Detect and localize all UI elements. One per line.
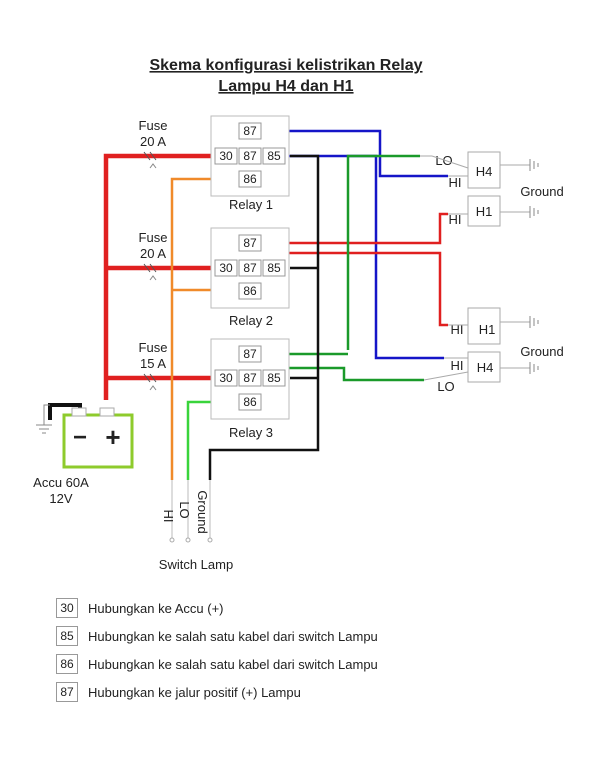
legend-code: 30 <box>56 598 78 618</box>
relay-3-pin-30: 30 <box>219 371 233 385</box>
battery-ground-icon <box>36 404 52 434</box>
battery-plus-sign: + <box>105 422 120 452</box>
red-positive-wires <box>103 153 215 400</box>
lamp-top: H4 H1 LO HI HI Ground <box>420 151 564 227</box>
diagram-title-line1: Skema konfigurasi kelistrikan Relay <box>149 57 422 74</box>
svg-text:15 A: 15 A <box>140 356 166 371</box>
relay-2-pin-86: 86 <box>243 284 257 298</box>
relay-1-pin-87b: 87 <box>243 149 257 163</box>
svg-text:Fuse: Fuse <box>139 340 168 355</box>
switch-ground-label: Ground <box>195 490 210 533</box>
lamp-bottom-hi1-label: HI <box>451 322 464 337</box>
lamp-top-ground-label: Ground <box>520 184 563 199</box>
lamp-bottom-hi2-label: HI <box>451 358 464 373</box>
legend-text: Hubungkan ke salah satu kabel dari switc… <box>88 656 378 672</box>
relay-3-pin-87a: 87 <box>243 347 257 361</box>
legend-code: 87 <box>56 682 78 702</box>
lamp-bottom-lo-label: LO <box>437 379 454 394</box>
relay-3-pin-87b: 87 <box>243 371 257 385</box>
relay-2: 87 30 87 85 86 Relay 2 <box>210 227 290 328</box>
relay-2-label: Relay 2 <box>229 313 273 328</box>
lamp-bottom: H1 H4 HI HI LO Ground <box>423 307 564 394</box>
relay-2-pin-85: 85 <box>267 261 281 275</box>
relay-2-pin-30: 30 <box>219 261 233 275</box>
relay-2-pin-87a: 87 <box>243 236 257 250</box>
legend-item-86: 86 Hubungkan ke salah satu kabel dari sw… <box>56 654 378 674</box>
legend-item-87: 87 Hubungkan ke jalur positif (+) Lampu <box>56 682 301 702</box>
relay-1-pin-85: 85 <box>267 149 281 163</box>
switch-title: Switch Lamp <box>159 557 233 572</box>
lamp-top-hi1-label: HI <box>449 175 462 190</box>
blue-wires <box>262 129 448 360</box>
svg-text:20 A: 20 A <box>140 134 166 149</box>
relay-1: 87 30 87 85 86 Relay 1 <box>210 115 290 212</box>
fuse-2: Fuse 20 A <box>139 230 168 281</box>
legend-text: Hubungkan ke salah satu kabel dari switc… <box>88 628 378 644</box>
lamp-bottom-h4-label: H4 <box>477 360 494 375</box>
legend-code: 86 <box>56 654 78 674</box>
red-lamp-wires <box>262 212 448 327</box>
battery-voltage: 12V <box>49 491 72 506</box>
svg-text:Fuse: Fuse <box>139 118 168 133</box>
legend-code: 85 <box>56 626 78 646</box>
svg-text:Fuse: Fuse <box>139 230 168 245</box>
lamp-bottom-ground-label: Ground <box>520 344 563 359</box>
fuse-1: Fuse 20 A <box>139 118 168 169</box>
fuse-3: Fuse 15 A <box>139 340 168 391</box>
relay-3: 87 30 87 85 86 Relay 3 <box>210 338 290 440</box>
legend-item-85: 85 Hubungkan ke salah satu kabel dari sw… <box>56 626 378 646</box>
relay-1-pin-87a: 87 <box>243 124 257 138</box>
switch-hi-label: HI <box>161 510 176 523</box>
legend-text: Hubungkan ke Accu (+) <box>88 600 224 616</box>
relay-3-pin-85: 85 <box>267 371 281 385</box>
relay-1-pin-30: 30 <box>219 149 233 163</box>
lamp-top-h4-label: H4 <box>476 164 493 179</box>
black-switch-wires <box>208 154 320 480</box>
relay-1-label: Relay 1 <box>229 197 273 212</box>
lamp-bottom-h1-label: H1 <box>479 322 496 337</box>
lamp-top-hi2-label: HI <box>449 212 462 227</box>
relay-1-pin-86: 86 <box>243 172 257 186</box>
relay-3-pin-86: 86 <box>243 395 257 409</box>
relay-3-label: Relay 3 <box>229 425 273 440</box>
battery-minus-sign: − <box>73 424 87 451</box>
relay-2-pin-87b: 87 <box>243 261 257 275</box>
legend-text: Hubungkan ke jalur positif (+) Lampu <box>88 684 301 700</box>
diagram-title-line2: Lampu H4 dan H1 <box>218 78 353 95</box>
svg-text:20 A: 20 A <box>140 246 166 261</box>
switch-lamp: HI LO Ground Switch Lamp <box>159 480 233 572</box>
legend-item-30: 30 Hubungkan ke Accu (+) <box>56 598 224 618</box>
lamp-top-h1-label: H1 <box>476 204 493 219</box>
orange-switch-wires <box>170 177 236 480</box>
switch-lo-label: LO <box>177 501 192 518</box>
battery-name: Accu 60A <box>33 475 89 490</box>
battery: − + Accu 60A 12V <box>33 407 134 506</box>
